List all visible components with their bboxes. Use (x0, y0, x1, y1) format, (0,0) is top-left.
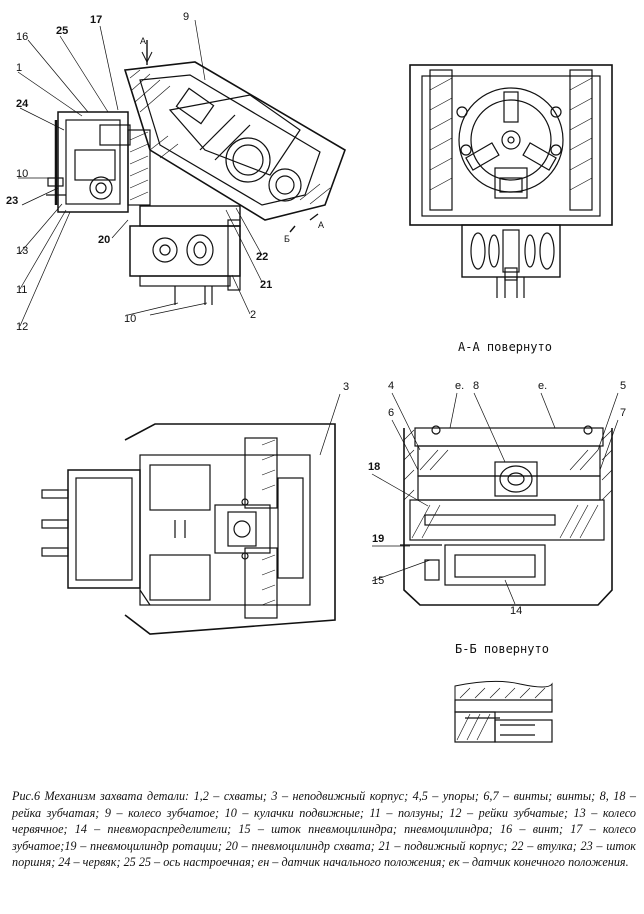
section-bb-drawing (371, 392, 619, 606)
plan-view-callouts: 3 (343, 381, 349, 393)
callout-3: 3 (343, 381, 349, 393)
callout-4: 4 (388, 380, 394, 392)
sensor-label-left: е. (455, 380, 464, 392)
callout-23: 23 (6, 195, 18, 207)
callout-25: 25 (56, 25, 68, 37)
callout-18: 18 (368, 461, 380, 473)
callout-11: 11 (16, 284, 27, 296)
cut-label-b: Б (284, 234, 290, 244)
callout-5: 5 (620, 380, 626, 392)
callout-24: 24 (16, 98, 29, 110)
main-view-drawing (17, 19, 346, 327)
callout-12: 12 (16, 321, 28, 333)
cut-label-a-bottom: А (318, 220, 324, 230)
callout-20: 20 (98, 234, 110, 246)
section-aa-title: А-А повернуто (458, 340, 552, 354)
callout-17: 17 (90, 14, 102, 26)
callout-16: 16 (16, 31, 28, 43)
detail-view-drawing (454, 680, 553, 743)
section-bb-title: Б-Б повернуто (455, 642, 549, 656)
cut-label-a-top: А (140, 36, 146, 46)
callout-13: 13 (16, 245, 28, 257)
section-aa-drawing (409, 64, 613, 298)
callout-1: 1 (16, 62, 22, 74)
callout-21: 21 (260, 279, 272, 291)
callout-6: 6 (388, 407, 394, 419)
callout-14: 14 (510, 605, 522, 617)
plan-view-drawing (41, 393, 341, 635)
callout-15: 15 (372, 575, 384, 587)
main-view-callouts: 16 25 17 9 1 24 10 23 13 11 12 20 22 21 … (6, 11, 324, 333)
figure-caption: Рис.6 Механизм захвата детали: 1,2 – схв… (12, 789, 636, 869)
callout-8: 8 (473, 380, 479, 392)
callout-10-top: 10 (16, 168, 28, 180)
callout-2: 2 (250, 309, 256, 321)
section-bb-callouts: 4 е. 8 е. 5 6 7 18 19 15 14 (368, 380, 626, 617)
callout-7: 7 (620, 407, 626, 419)
callout-19: 19 (372, 533, 384, 545)
sensor-label-right: е. (538, 380, 547, 392)
callout-22: 22 (256, 251, 268, 263)
callout-10-bottom: 10 (124, 313, 136, 325)
callout-9: 9 (183, 11, 189, 23)
